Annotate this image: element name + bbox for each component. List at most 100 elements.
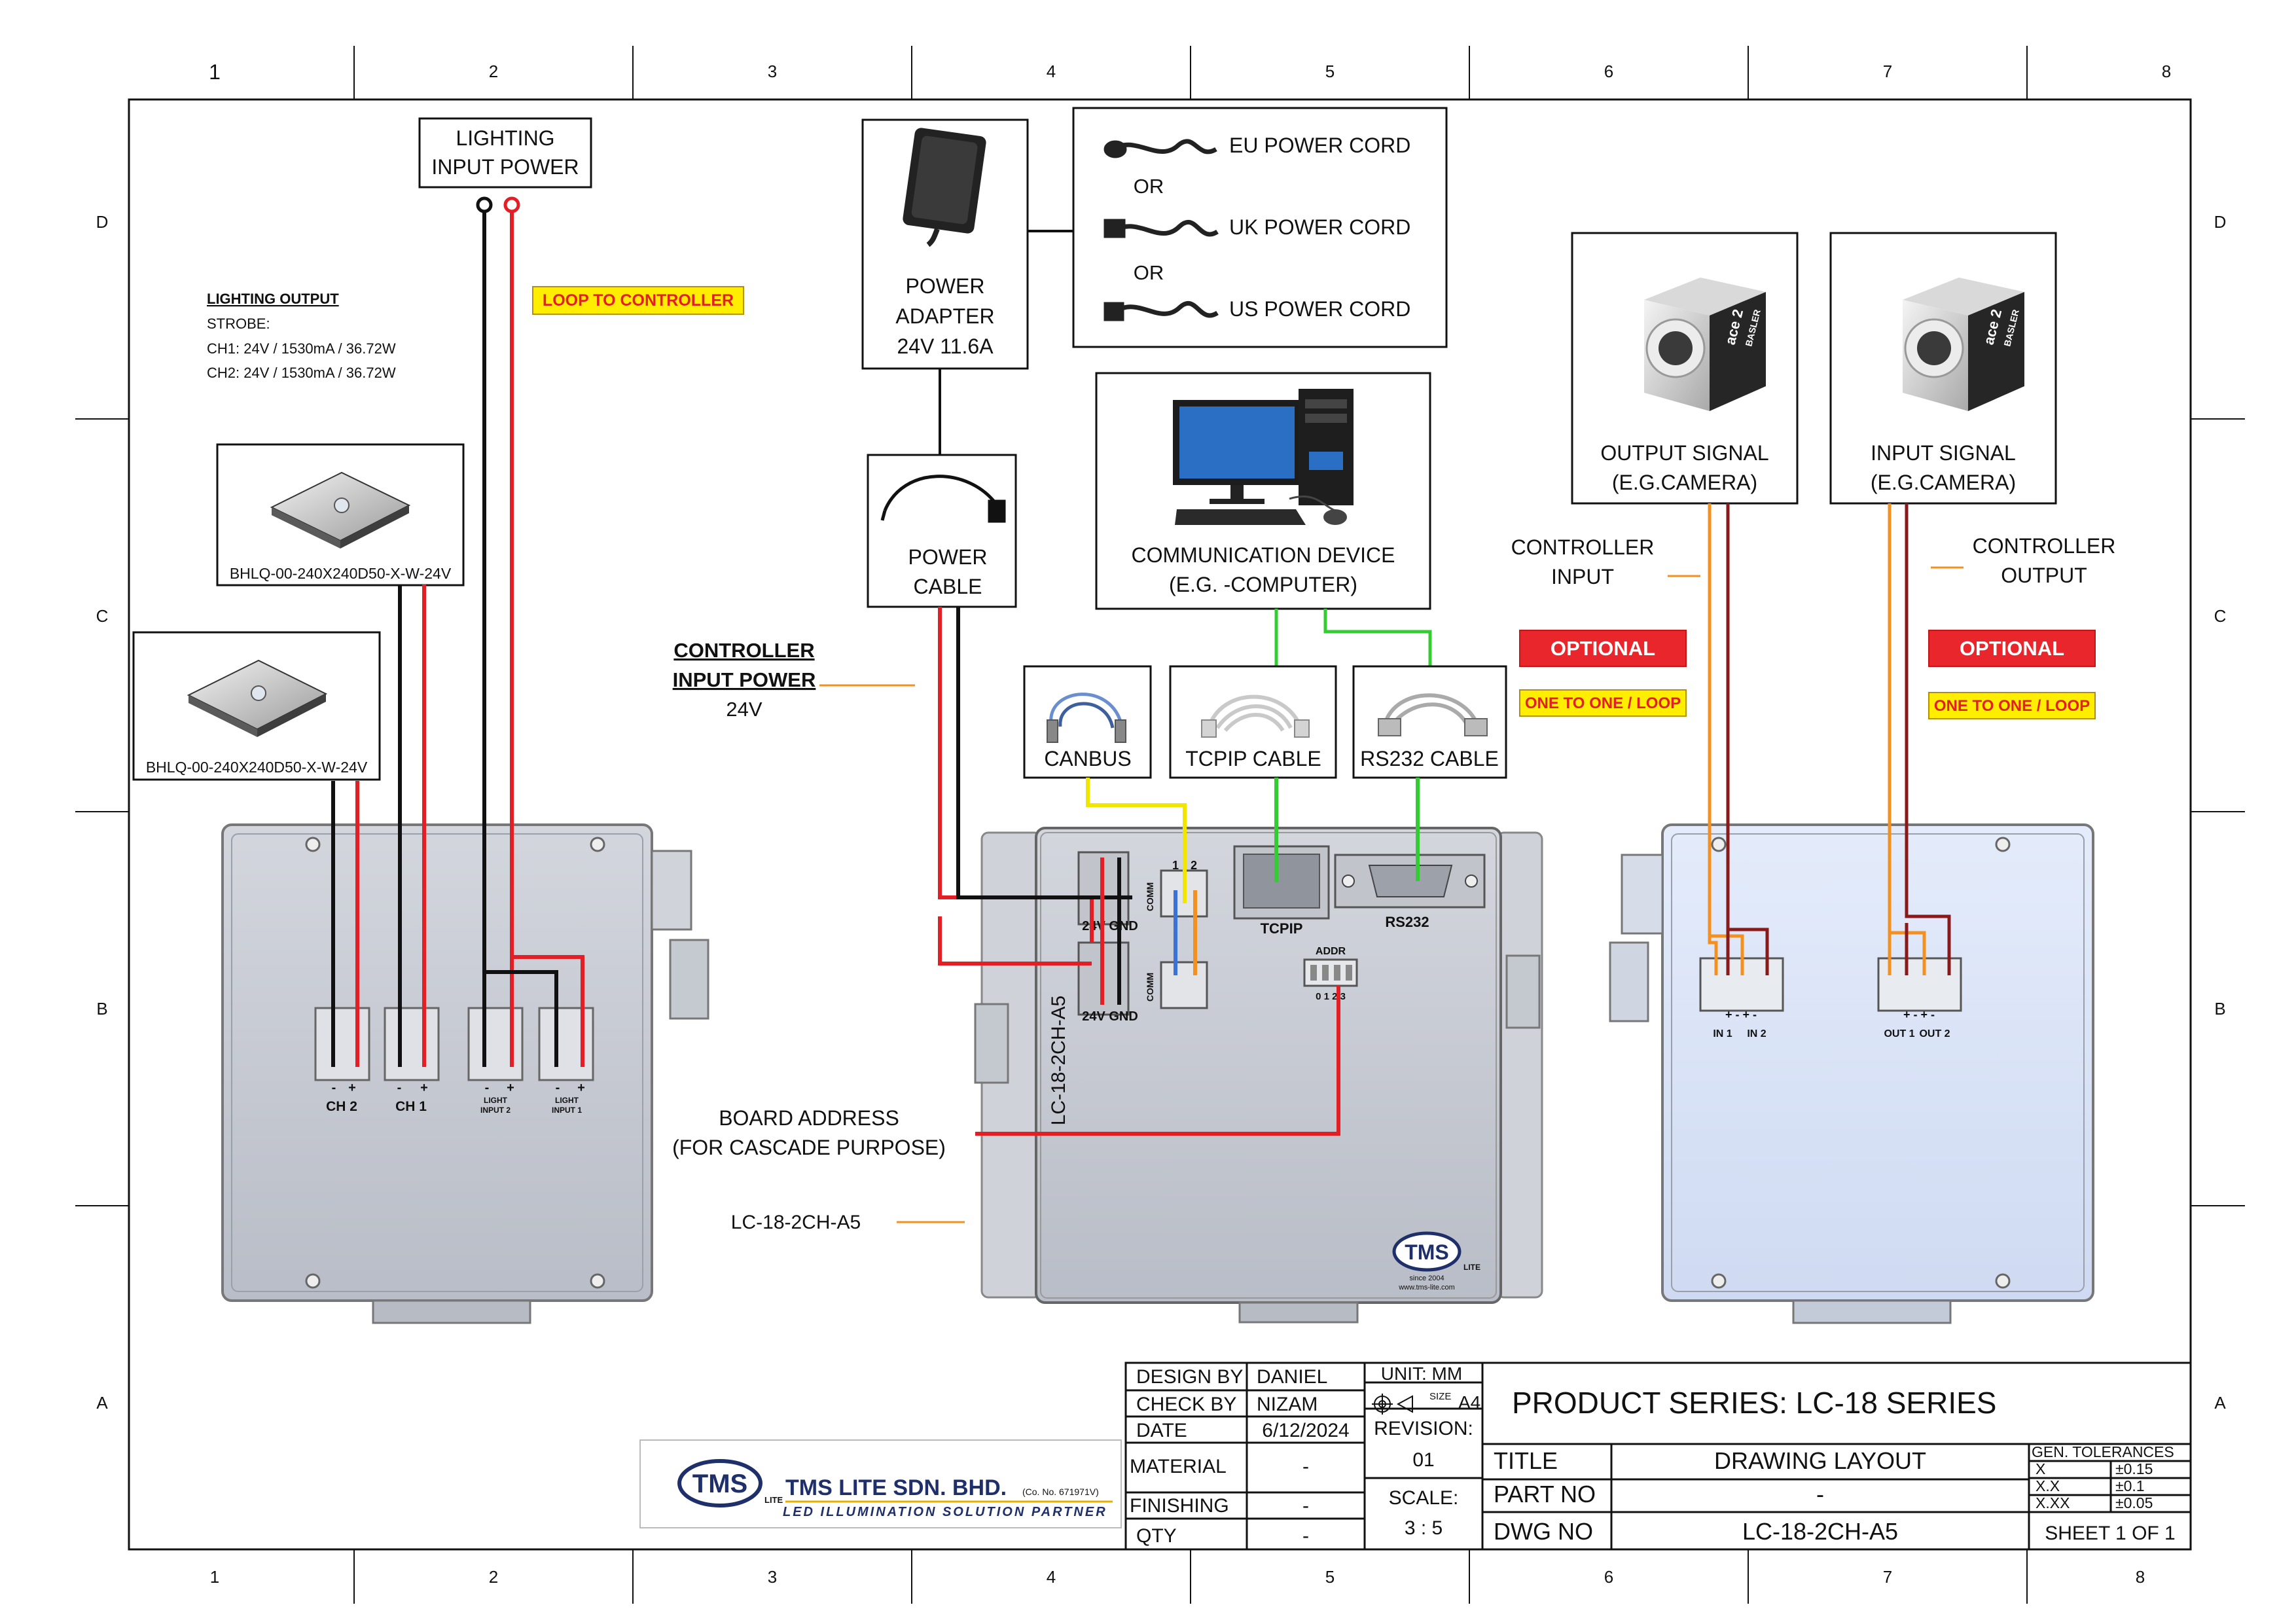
ctrl-input-label-1: CONTROLLER — [1511, 535, 1655, 559]
col-label: 3 — [768, 1567, 777, 1587]
controller-input-callout: CONTROLLER INPUT — [1511, 535, 1700, 588]
power-adapter-image — [903, 128, 986, 247]
check-by-label: CHECK BY — [1136, 1394, 1236, 1415]
ctrl-output-label-1: CONTROLLER — [1973, 534, 2116, 558]
comm-pin: 2 — [1191, 859, 1197, 872]
lighting-input-power-box: LIGHTING INPUT POWER — [418, 117, 592, 189]
ctrl-input-power-line: 24V — [726, 698, 762, 721]
board-address-callout: BOARD ADDRESS (FOR CASCADE PURPOSE) — [672, 1106, 946, 1159]
light-input-label: INPUT 1 — [552, 1106, 582, 1115]
in-polarity: + - + - — [1725, 1008, 1757, 1021]
row-label: C — [2214, 606, 2227, 626]
one-to-one-label: ONE TO ONE / LOOP — [1525, 695, 1681, 712]
tol-value: ±0.15 — [2115, 1460, 2153, 1477]
controller-model-label: LC-18-2CH-A5 — [1048, 996, 1069, 1125]
finishing-value: - — [1302, 1495, 1309, 1517]
ch1-label: CH 1 — [395, 1099, 427, 1114]
row-label: B — [96, 999, 107, 1019]
col-label: 8 — [2162, 62, 2171, 81]
row-label: A — [2214, 1393, 2226, 1413]
lighting-input-label-1: LIGHTING — [456, 126, 554, 150]
dip-positions — [1310, 965, 1352, 981]
rs232-cable-label: RS232 CABLE — [1360, 747, 1499, 770]
terminal-polarity: + — [420, 1081, 428, 1095]
terminal-polarity: + — [348, 1081, 356, 1095]
communication-device-box: COMMUNICATION DEVICE (E.G. -COMPUTER) — [1095, 372, 1431, 610]
lighting-output-line: CH2: 24V / 1530mA / 36.72W — [207, 365, 396, 381]
tcpip-cable-icon — [1201, 695, 1310, 738]
design-by-label: DESIGN BY — [1136, 1366, 1243, 1388]
ctrl-input-label-2: INPUT — [1551, 565, 1614, 588]
qty-value: - — [1302, 1525, 1309, 1547]
material-label: MATERIAL — [1130, 1456, 1227, 1477]
col-label: 5 — [1325, 1567, 1335, 1587]
ctrl-output-label-2: OUTPUT — [2001, 564, 2087, 587]
output-signal-label-2: (E.G.CAMERA) — [1612, 471, 1757, 494]
col-label: 6 — [1604, 1567, 1613, 1587]
dwg-no-label: DWG NO — [1494, 1518, 1593, 1545]
col-label: 4 — [1047, 62, 1056, 81]
company-tagline: LED ILLUMINATION SOLUTION PARTNER — [783, 1505, 1107, 1519]
row-labels: D C B A D C B A — [96, 212, 2227, 1413]
light-unit-2: BHLQ-00-240X240D50-X-W-24V — [132, 631, 381, 781]
power-cords-box: EU POWER CORD OR UK POWER CORD OR US POW… — [1072, 107, 1448, 348]
in1-label: IN 1 — [1713, 1028, 1732, 1039]
lighting-output-line: CH1: 24V / 1530mA / 36.72W — [207, 340, 396, 357]
terminal-polarity: - — [556, 1081, 560, 1095]
input-signal-label-2: (E.G.CAMERA) — [1871, 471, 2016, 494]
light-model-label: BHLQ-00-240X240D50-X-W-24V — [146, 759, 368, 776]
loop-to-controller-tag: LOOP TO CONTROLLER — [532, 286, 744, 315]
date-label: DATE — [1136, 1420, 1187, 1441]
ctrl-input-power-line: INPUT POWER — [673, 668, 816, 691]
eu-cord-label: EU POWER CORD — [1229, 134, 1410, 157]
power-cable-box: POWER CABLE — [867, 454, 1017, 608]
title-block-text: DESIGN BY DANIEL CHECK BY NIZAM DATE 6/1… — [1130, 1363, 2176, 1547]
terminal-polarity: + — [507, 1081, 514, 1095]
col-label: 4 — [1047, 1567, 1056, 1587]
tol-key: X — [2036, 1460, 2045, 1477]
lighting-input-label-2: INPUT POWER — [431, 155, 579, 179]
output-terminal — [1877, 957, 1962, 1012]
out-polarity: + - + - — [1903, 1008, 1935, 1021]
controller-panel: 24V GND 24V GND COMM COMM 1 2 TCPIP RS23… — [974, 827, 1543, 1324]
one-to-one-tag-left: ONE TO ONE / LOOP — [1519, 689, 1687, 717]
one-to-one-tag-right: ONE TO ONE / LOOP — [1928, 692, 2096, 719]
scale-label: SCALE: — [1389, 1487, 1459, 1509]
row-label: B — [2214, 999, 2225, 1019]
gnd-label: 24V GND — [1082, 919, 1138, 933]
ctrl-input-power-line: CONTROLLER — [673, 639, 814, 662]
io-panel: + - + - IN 1 IN 2 + - + - OUT 1 OUT 2 — [1609, 823, 2094, 1324]
part-no-value: - — [1816, 1481, 1824, 1507]
revision-value: 01 — [1412, 1449, 1434, 1471]
tol-key: X.XX — [2036, 1494, 2070, 1511]
comm-device-label-1: COMMUNICATION DEVICE — [1132, 543, 1395, 567]
tms-logo: TMS LITE since 2004 www.tms-lite.com — [1392, 1231, 1480, 1291]
optional-label: OPTIONAL — [1551, 637, 1655, 660]
size-label: SIZE — [1429, 1391, 1451, 1402]
product-series: PRODUCT SERIES: LC-18 SERIES — [1512, 1386, 1996, 1420]
us-cord-label: US POWER CORD — [1229, 297, 1410, 321]
column-labels-top: 1 2 3 4 5 6 7 8 — [209, 60, 2171, 84]
or-label: OR — [1134, 261, 1164, 284]
optional-label: OPTIONAL — [1960, 637, 2064, 660]
comm-pin: 1 — [1172, 859, 1179, 872]
uk-cord-icon — [1103, 219, 1219, 238]
eu-cord-icon — [1103, 139, 1217, 158]
input-camera-box: ace 2 BASLER INPUT SIGNAL (E.G.CAMERA) — [1829, 232, 2057, 505]
light-unit-image — [187, 659, 328, 737]
check-by-value: NIZAM — [1257, 1394, 1318, 1415]
lighting-output-title: LIGHTING OUTPUT — [207, 291, 339, 307]
tcpip-label: TCPIP — [1261, 920, 1303, 937]
comm-label: COMM — [1145, 882, 1155, 911]
gen-tol-label: GEN. TOLERANCES — [2032, 1443, 2174, 1460]
company-logo-text: TMS — [692, 1470, 747, 1498]
company-logo-block: TMS LITE TMS LITE SDN. BHD. (Co. No. 671… — [677, 1459, 1113, 1519]
date-value: 6/12/2024 — [1262, 1420, 1349, 1441]
tol-value: ±0.05 — [2115, 1494, 2153, 1511]
board-address-label-1: BOARD ADDRESS — [719, 1106, 899, 1130]
qty-label: QTY — [1136, 1525, 1177, 1547]
comm-label: COMM — [1145, 973, 1155, 1001]
col-label: 8 — [2136, 1567, 2145, 1587]
camera-signal-wires — [1708, 503, 1951, 975]
logo-text: TMS — [1405, 1240, 1449, 1264]
